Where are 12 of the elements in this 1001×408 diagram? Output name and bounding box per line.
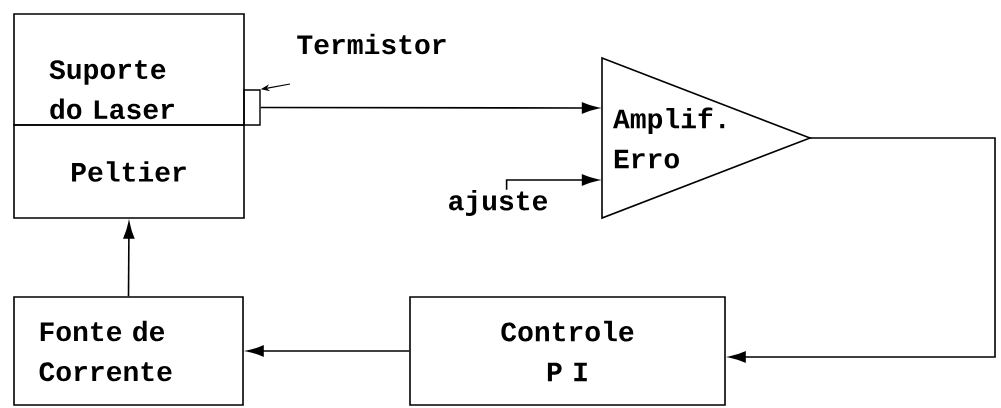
- pi-controller-box: Controle P I: [409, 296, 726, 406]
- arrow: [729, 137, 996, 363]
- arrow: [123, 222, 135, 297]
- current-source-box: Fonte de Corrente: [13, 296, 244, 406]
- thermistor-box: [243, 89, 261, 126]
- arrow: [247, 345, 410, 357]
- thermistor-label: Termistor: [297, 33, 446, 55]
- laser-mount-box: Suporte do Laser: [13, 13, 245, 126]
- adjust-label: ajuste: [449, 189, 548, 217]
- arrow: [505, 174, 599, 191]
- peltier-box: Peltier: [13, 124, 245, 219]
- arrow: [259, 102, 599, 114]
